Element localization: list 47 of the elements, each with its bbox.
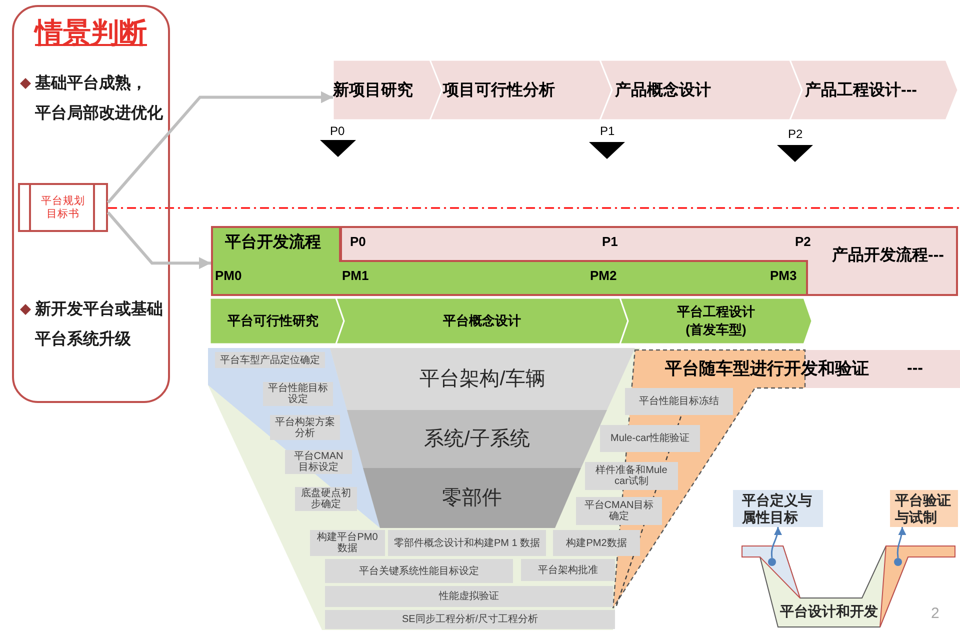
stage-box: 平台定义与属性目标 xyxy=(733,490,823,527)
page-number: 2 xyxy=(931,605,940,623)
stage-box: 平台验证与试制 xyxy=(890,490,958,527)
bullet-text: 基础平台成熟，平台局部改进优化 xyxy=(35,73,164,124)
task-box: 平台CMAN目标设定 xyxy=(285,450,352,474)
flow-title: 产品开发流程--- xyxy=(832,246,944,266)
arrow xyxy=(896,526,906,558)
milestone-label: P0 xyxy=(330,124,345,138)
task-box: 构建平台PM0数据 xyxy=(310,530,385,556)
task-box: 底盘硬点初步确定 xyxy=(295,487,357,511)
arrow xyxy=(106,91,333,204)
task-box: 性能虚拟验证 xyxy=(325,586,613,607)
milestone-label: PM2 xyxy=(590,267,617,284)
milestone-label: P1 xyxy=(600,124,615,138)
task-box: 平台构架方案分析 xyxy=(270,415,340,440)
funnel-layer: 平台架构/车辆 xyxy=(330,348,635,410)
phase-step: 平台工程设计(首发车型) xyxy=(620,298,812,344)
phase-step: 项目可行性分析 xyxy=(430,60,612,120)
milestone-label: P2 xyxy=(788,127,803,141)
scenario-panel xyxy=(12,5,170,403)
task-box: 平台关键系统性能目标设定 xyxy=(325,559,513,583)
milestone-label: PM1 xyxy=(342,267,369,284)
trough-shape xyxy=(742,546,957,628)
task-box: SE同步工程分析/尺寸工程分析 xyxy=(325,610,615,629)
task-box: Mule-car性能验证 xyxy=(600,425,700,452)
task-box: 平台架构批准 xyxy=(521,559,615,581)
task-box: 零部件概念设计和构建PM 1 数据 xyxy=(388,530,546,556)
task-box: 平台车型产品定位确定 xyxy=(215,352,325,368)
task-box: 构建PM2数据 xyxy=(553,530,640,556)
milestone-label: P1 xyxy=(602,233,618,250)
milestone-label: P2 xyxy=(795,233,811,250)
flow-title: 平台开发流程 xyxy=(225,233,321,253)
milestone-label: PM0 xyxy=(215,267,242,284)
planning-document-box: 平台规划目标书 xyxy=(18,183,108,232)
phase-step: 平台可行性研究 xyxy=(210,298,344,344)
milestone-label: P0 xyxy=(350,233,366,250)
phase-step: 产品概念设计 xyxy=(600,60,802,120)
panel-heading: 情景判断 xyxy=(35,16,147,50)
arrow xyxy=(106,211,211,270)
phase-step: 产品工程设计--- xyxy=(790,60,958,120)
trough-label: 平台设计和开发 xyxy=(780,603,878,620)
task-box: 平台性能目标设定 xyxy=(263,382,333,406)
task-box: 样件准备和Mule car试制 xyxy=(585,462,678,490)
bullet-text: 新开发平台或基础平台系统升级 xyxy=(35,299,164,350)
arrow xyxy=(770,526,782,558)
task-box: 平台CMAN目标确定 xyxy=(576,497,662,525)
milestone-label: PM3 xyxy=(770,267,797,284)
